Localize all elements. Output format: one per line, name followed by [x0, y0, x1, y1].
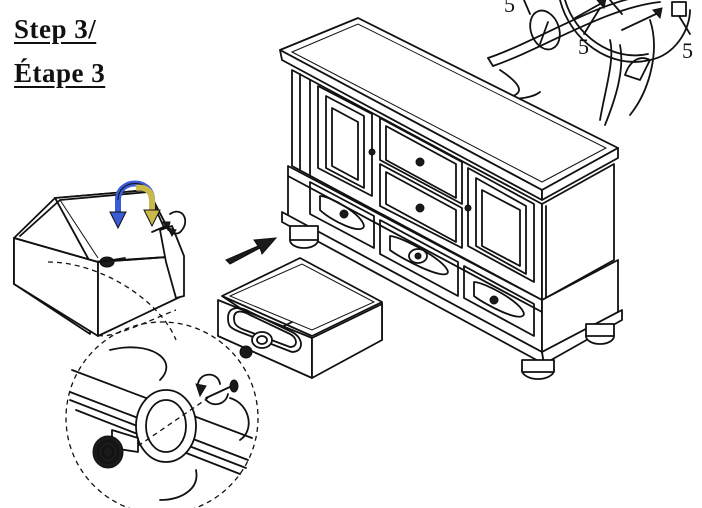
part-callout-5-b: 5	[578, 34, 589, 59]
part-callout-5-c: 5	[682, 38, 693, 63]
rotation-arrow-icon	[109, 180, 161, 230]
step-title-english: Step 3/	[14, 14, 97, 44]
screw-icon	[151, 210, 187, 237]
part-callout-5-a: 5	[504, 0, 515, 17]
step-title-french: Étape 3	[14, 58, 106, 88]
direction-arrow-icon	[225, 237, 278, 265]
hardware-detail	[487, 0, 691, 126]
sideboard-cabinet	[279, 17, 623, 380]
center-drawer	[217, 257, 383, 379]
detail-magnifier	[47, 261, 259, 508]
